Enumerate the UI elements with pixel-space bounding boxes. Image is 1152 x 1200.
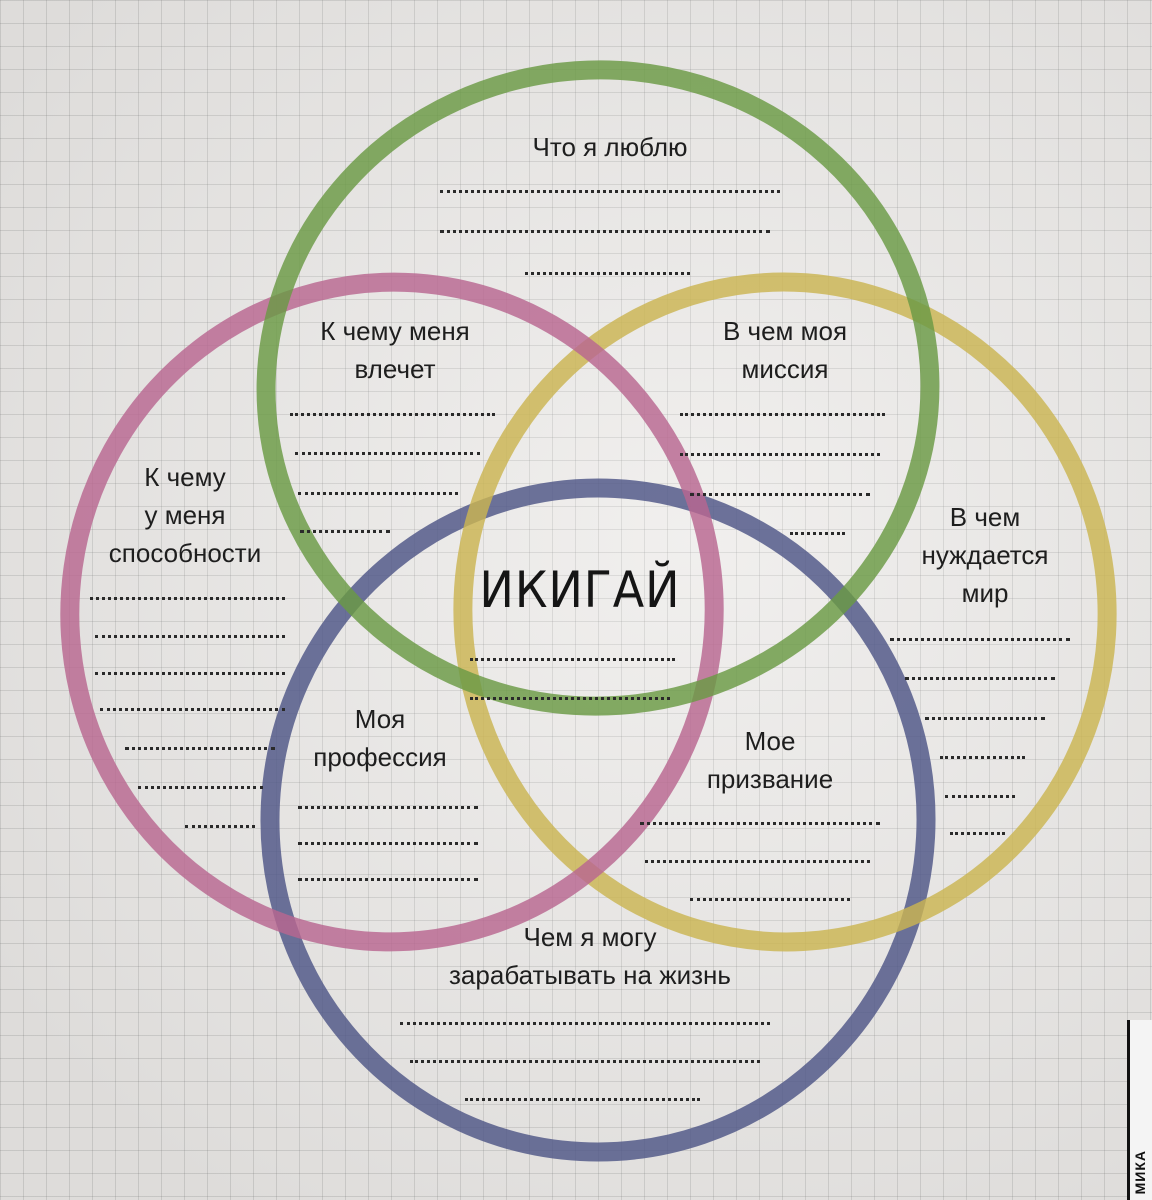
fill-line[interactable] — [680, 413, 885, 416]
fill-line[interactable] — [470, 658, 675, 661]
fill-line[interactable] — [905, 677, 1055, 680]
fill-line[interactable] — [298, 806, 478, 809]
fill-line[interactable] — [925, 717, 1045, 720]
fill-line[interactable] — [440, 230, 770, 233]
fill-line[interactable] — [298, 492, 458, 495]
fill-line[interactable] — [890, 638, 1070, 641]
fill-line[interactable] — [298, 878, 478, 881]
fill-line[interactable] — [100, 708, 285, 711]
label-earn: Чем я могу зарабатывать на жизнь — [449, 922, 731, 990]
ring-earn — [260, 478, 936, 1162]
ring-world — [453, 272, 1117, 952]
fill-line[interactable] — [125, 747, 275, 750]
fill-line[interactable] — [690, 898, 850, 901]
ring-skills — [60, 272, 724, 952]
fill-line[interactable] — [138, 786, 263, 789]
label-mission: В чем моя миссия — [722, 316, 848, 384]
label-skills: К чему у меня способности — [108, 462, 262, 568]
fill-line[interactable] — [940, 756, 1025, 759]
fill-line[interactable] — [95, 672, 285, 675]
fill-line[interactable] — [410, 1060, 760, 1063]
fill-line[interactable] — [945, 795, 1015, 798]
fill-line[interactable] — [95, 635, 285, 638]
label-passion: К чему меня влечет — [320, 316, 470, 384]
fill-line[interactable] — [645, 860, 870, 863]
ring-love — [256, 60, 940, 716]
fill-line[interactable] — [640, 822, 880, 825]
fill-line[interactable] — [950, 832, 1005, 835]
fill-line[interactable] — [470, 697, 670, 700]
book-spine: МИКА — [1127, 1020, 1152, 1200]
fill-line[interactable] — [185, 825, 255, 828]
center-title: ИКИГАЙ — [479, 561, 681, 619]
fill-line[interactable] — [290, 413, 495, 416]
fill-line[interactable] — [440, 190, 780, 193]
fill-line[interactable] — [690, 493, 870, 496]
label-vocation: Мое призвание — [706, 726, 834, 794]
fill-line[interactable] — [295, 452, 480, 455]
label-world-needs: В чем нуждается мир — [921, 502, 1049, 608]
fill-line[interactable] — [298, 842, 478, 845]
fill-line[interactable] — [300, 530, 390, 533]
label-what-i-love: Что я люблю — [532, 132, 688, 162]
fill-line[interactable] — [790, 532, 845, 535]
spine-text: МИКА — [1132, 1149, 1148, 1194]
fill-line[interactable] — [400, 1022, 770, 1025]
fill-line[interactable] — [465, 1098, 700, 1101]
fill-line[interactable] — [680, 453, 880, 456]
label-profession: Моя профессия — [313, 704, 447, 772]
fill-line[interactable] — [90, 597, 285, 600]
fill-line[interactable] — [525, 272, 690, 275]
